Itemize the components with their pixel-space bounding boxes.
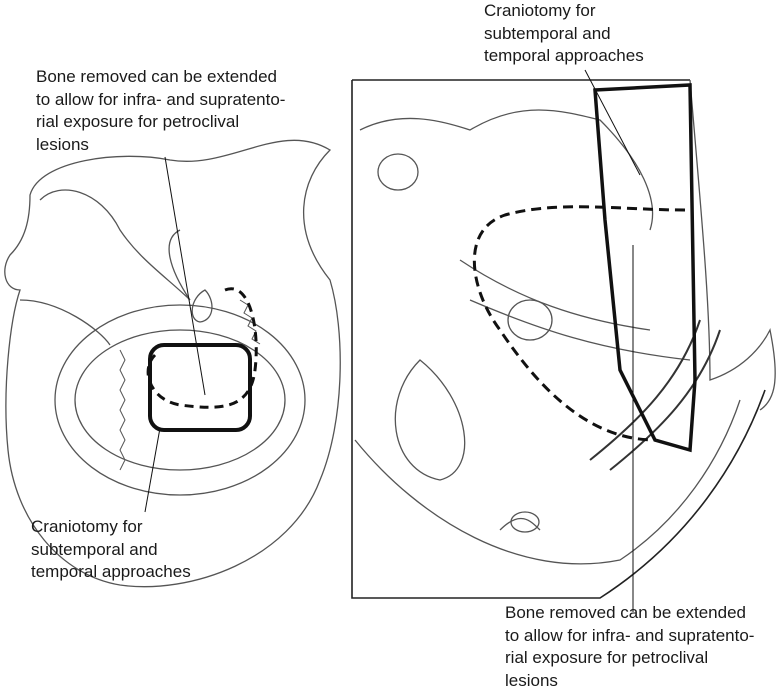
label-line: subtemporal and — [484, 23, 644, 46]
label-line: Craniotomy for — [31, 516, 191, 539]
leader-line-left-bottom — [145, 428, 160, 512]
label-line: to allow for infra- and supratento- — [505, 625, 754, 648]
label-right-craniotomy: Craniotomy for subtemporal and temporal … — [484, 0, 644, 68]
label-right-bone-removed: Bone removed can be extended to allow fo… — [505, 602, 754, 692]
left-craniotomy-outline — [148, 289, 256, 430]
craniotomy-solid-outline — [595, 85, 695, 450]
label-line: temporal approaches — [484, 45, 644, 68]
leader-line-left-top — [165, 157, 205, 395]
label-line: rial exposure for petroclival — [36, 111, 285, 134]
label-left-craniotomy: Craniotomy for subtemporal and temporal … — [31, 516, 191, 584]
leader-line-right-top — [585, 70, 640, 175]
label-line: to allow for infra- and supratento- — [36, 89, 285, 112]
label-line: Craniotomy for — [484, 0, 644, 23]
label-line: lesions — [36, 134, 285, 157]
label-line: temporal approaches — [31, 561, 191, 584]
craniotomy-solid-outline — [150, 345, 250, 430]
label-line: Bone removed can be extended — [36, 66, 285, 89]
label-line: rial exposure for petroclival — [505, 647, 754, 670]
label-left-bone-removed: Bone removed can be extended to allow fo… — [36, 66, 285, 156]
label-line: lesions — [505, 670, 754, 692]
label-line: subtemporal and — [31, 539, 191, 562]
right-section-drawing — [352, 80, 775, 598]
label-line: Bone removed can be extended — [505, 602, 754, 625]
extended-bone-dashed-outline — [474, 207, 685, 440]
right-craniotomy-outline — [474, 85, 695, 450]
